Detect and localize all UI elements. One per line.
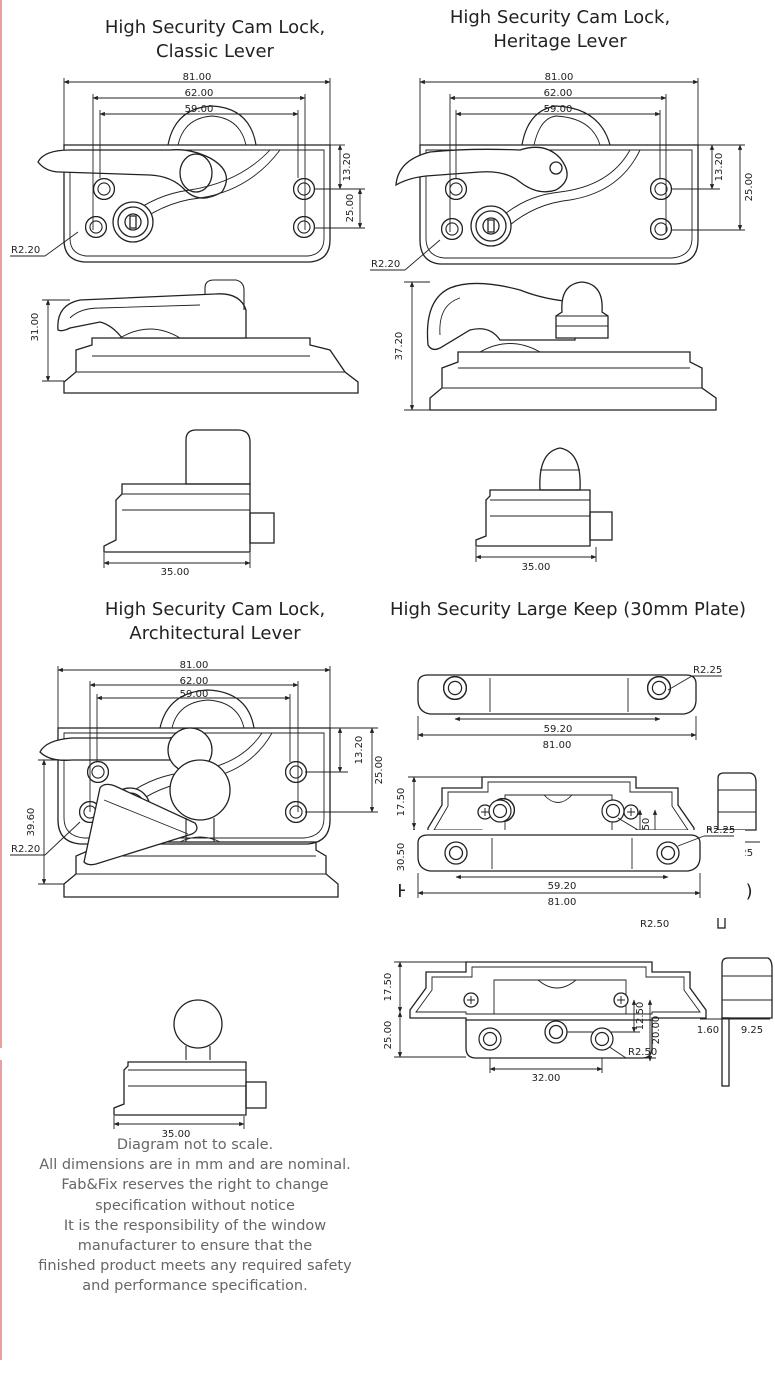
dim-small-keep-20: 20.00 <box>651 1016 662 1045</box>
dim-classic-31: 31.00 <box>30 313 41 342</box>
architectural-end-dimensions <box>113 1116 245 1129</box>
dim-heritage-81: 81.00 <box>545 72 574 83</box>
small-keep-plate-top-view-drawn <box>417 834 701 872</box>
left-margin-line <box>0 0 2 1048</box>
note-line-4: specification without notice <box>95 1197 295 1214</box>
heritage-lever-dimensions <box>370 78 745 271</box>
dim-architectural-62: 62.00 <box>180 676 209 687</box>
dim-small-keep-12-50: 12.50 <box>635 1002 646 1031</box>
heritage-end-dimensions <box>475 547 597 562</box>
title-architectural-lever: High Security Cam Lock, Architectural Le… <box>45 598 385 646</box>
dim-architectural-39-60: 39.60 <box>26 808 37 837</box>
dim-classic-25: 25.00 <box>345 194 356 223</box>
note-line-8: and performance specification. <box>82 1278 308 1295</box>
dim-classic-35: 35.00 <box>161 567 190 578</box>
architectural-lever-end-view <box>113 999 267 1116</box>
architectural-lever-dimensions <box>10 666 378 856</box>
dim-small-keep-25: 25.00 <box>383 1021 394 1050</box>
heritage-side-dimensions <box>404 281 430 411</box>
dim-small-keep-17-50: 17.50 <box>383 973 394 1002</box>
small-keep-profile-view <box>721 957 773 1087</box>
architectural-side-dimensions <box>38 759 104 885</box>
small-keep-lower-screw-holes <box>478 1027 614 1051</box>
dim-classic-59: 59.00 <box>185 104 214 115</box>
dim-small-keep-9-25: 9.25 <box>741 1025 763 1036</box>
dim-small-keep-top-81: 81.00 <box>548 897 577 908</box>
dim-classic-62: 62.00 <box>185 88 214 99</box>
dim-heritage-35: 35.00 <box>522 562 551 573</box>
heritage-lever-end-view <box>475 447 613 547</box>
dim-small-keep-32: 32.00 <box>532 1073 561 1084</box>
title-heritage-line2: Heritage Lever <box>493 31 627 52</box>
classic-lever-dimensions <box>10 78 365 257</box>
title-classic-line1: High Security Cam Lock, <box>104 17 326 38</box>
dim-large-keep-81: 81.00 <box>543 740 572 751</box>
dim-architectural-r2-20: R2.20 <box>11 844 40 855</box>
small-keep-top-view-dimensions <box>417 835 734 898</box>
dim-small-keep-top-r2-25: R2.25 <box>706 825 735 836</box>
dim-architectural-25: 25.00 <box>374 756 385 785</box>
dim-heritage-25: 25.00 <box>744 173 755 202</box>
large-keep-holes-bottom <box>488 799 625 823</box>
dim-classic-r2-20: R2.20 <box>11 245 40 256</box>
disclaimer-notes: Diagram not to scale. All dimensions are… <box>30 1135 360 1297</box>
title-architectural-line2: Architectural Lever <box>129 623 301 644</box>
dim-large-keep-17-50: 17.50 <box>396 788 407 817</box>
note-line-2: All dimensions are in mm and are nominal… <box>39 1157 351 1174</box>
heritage-lever-side-view <box>426 281 717 411</box>
dim-classic-13-20: 13.20 <box>342 153 353 182</box>
classic-end-dimensions <box>103 553 251 568</box>
note-line-1: Diagram not to scale. <box>116 1137 274 1153</box>
architectural-lever-side-view <box>63 759 339 898</box>
dim-small-keep-r2-50: R2.50 <box>628 1047 657 1058</box>
left-margin-line-lower <box>0 1060 2 1360</box>
note-line-6: manufacturer to ensure that the <box>77 1238 313 1255</box>
dim-large-keep-r2-25: R2.25 <box>693 665 722 676</box>
dim-heritage-62: 62.00 <box>544 88 573 99</box>
title-classic-line2: Classic Lever <box>156 41 274 62</box>
title-heritage-line1: High Security Cam Lock, <box>449 7 671 28</box>
dim-architectural-59: 59.00 <box>180 689 209 700</box>
dim-small-keep-1-60: 1.60 <box>697 1025 719 1036</box>
dim-large-keep-r2-50: R2.50 <box>640 919 669 930</box>
title-architectural-line1: High Security Cam Lock, <box>104 599 326 620</box>
heritage-lever-front-view <box>395 105 699 265</box>
classic-lever-end-view <box>103 429 275 553</box>
title-classic-lever: High Security Cam Lock, Classic Lever <box>60 16 370 64</box>
dim-architectural-81: 81.00 <box>180 660 209 671</box>
title-large-keep: High Security Large Keep (30mm Plate) <box>389 599 747 620</box>
dim-heritage-13-20: 13.20 <box>714 153 725 182</box>
note-line-3: Fab&Fix reserves the right to change <box>61 1177 329 1194</box>
title-heritage-lever: High Security Cam Lock, Heritage Lever <box>395 6 725 54</box>
dim-architectural-13-20: 13.20 <box>354 736 365 765</box>
classic-lever-side-view <box>57 279 359 394</box>
dim-heritage-37-20: 37.20 <box>394 332 405 361</box>
note-line-7: finished product meets any required safe… <box>38 1258 352 1275</box>
large-keep-top-dimensions <box>417 675 722 740</box>
dim-classic-81: 81.00 <box>183 72 212 83</box>
classic-side-dimensions <box>42 299 70 382</box>
dim-large-keep-30-50: 30.50 <box>396 843 407 872</box>
note-line-5: It is the responsibility of the window <box>63 1217 327 1234</box>
dim-large-keep-59-20: 59.20 <box>544 724 573 735</box>
dim-heritage-r2-20: R2.20 <box>371 259 400 270</box>
large-keep-top-view <box>417 674 697 715</box>
dim-heritage-59: 59.00 <box>544 104 573 115</box>
small-keep-front-view-dimensions <box>394 961 656 1073</box>
dim-small-keep-top-59-20: 59.20 <box>548 881 577 892</box>
dim-architectural-35: 35.00 <box>162 1129 191 1140</box>
